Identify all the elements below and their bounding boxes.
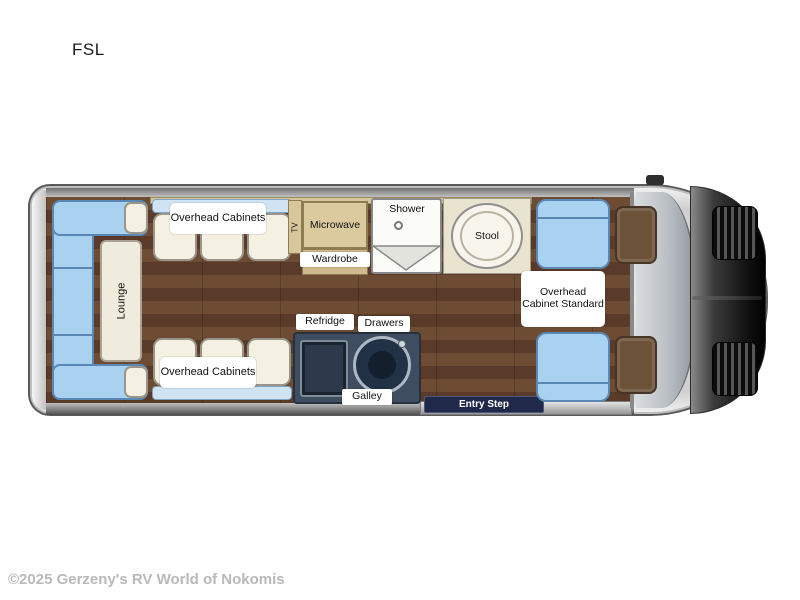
overhead-cabinets-label-top: Overhead Cabinets: [170, 203, 266, 234]
headlight-grille-top: [712, 206, 758, 260]
hood-seam: [692, 296, 762, 300]
refrigerator: [300, 340, 348, 397]
passenger-seat: [615, 336, 657, 394]
watermark: ©2025 Gerzeny's RV World of Nokomis: [8, 571, 285, 588]
stool-inner-ring: [460, 211, 514, 261]
shower-folding-door: [371, 245, 442, 271]
galley-label: Galley: [342, 389, 392, 405]
lounge-table: [100, 240, 142, 362]
sofa-bottom-backrest: [152, 386, 292, 400]
microwave: Microwave: [302, 201, 368, 249]
wardrobe-label: Wardrobe: [300, 252, 370, 267]
headlight-grille-bottom: [712, 342, 758, 396]
overhead-cabinets-label-bottom: Overhead Cabinets: [160, 357, 256, 388]
entry-step: Entry Step: [424, 396, 544, 413]
wall-top: [46, 188, 634, 198]
driver-seat: [615, 206, 657, 264]
sink-faucet: [398, 340, 406, 348]
plan-title: FSL: [72, 40, 105, 59]
drawers-label: Drawers: [358, 316, 410, 332]
tv-cabinet: TV: [288, 200, 302, 254]
galley-sink: [353, 336, 411, 394]
overhead-cabinet-standard-label: Overhead Cabinet Standard: [521, 271, 605, 327]
lounge-armrest-bottom: [124, 366, 148, 398]
sink-basin: [368, 351, 396, 379]
stool-toilet: Stool: [451, 203, 523, 269]
lounge-label: Lounge: [115, 282, 127, 320]
shower-drain: [394, 221, 403, 230]
captain-chair-top: [536, 199, 610, 269]
cab-pillar: [630, 192, 634, 408]
captain-chair-bottom: [536, 332, 610, 402]
refridge-label: Refridge: [296, 314, 354, 330]
lounge-armrest-top: [124, 202, 148, 234]
side-mirror: [646, 175, 664, 185]
shower-label: Shower: [389, 203, 425, 215]
